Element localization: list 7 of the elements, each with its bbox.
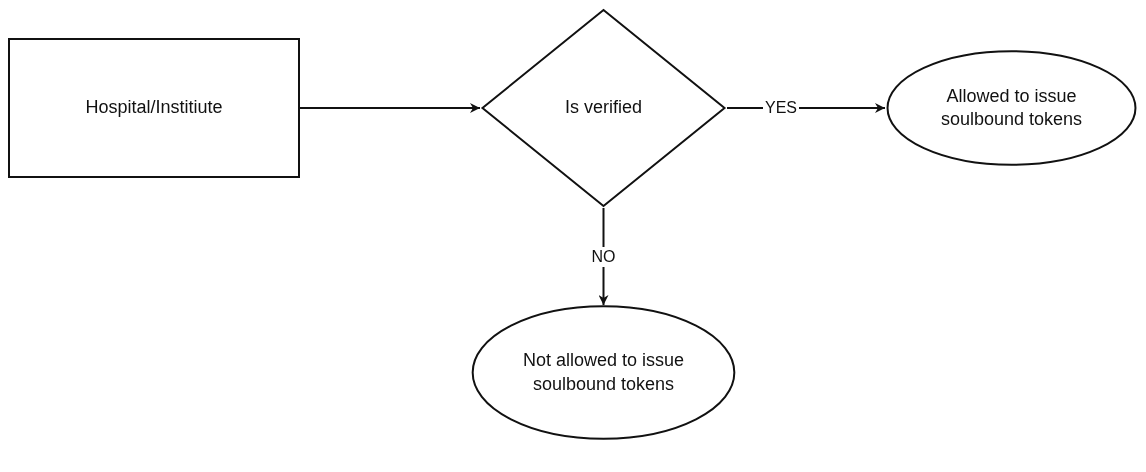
node-text: Is verified bbox=[564, 96, 643, 120]
process-box bbox=[8, 38, 300, 178]
edge-label: NO bbox=[589, 246, 618, 267]
arrow bbox=[299, 103, 481, 113]
node-text: Allowed to issue soulbound tokens bbox=[939, 84, 1084, 131]
node-text: Hospital/Institiute bbox=[84, 96, 224, 120]
node-text: Not allowed to issue soulbound tokens bbox=[521, 349, 686, 396]
